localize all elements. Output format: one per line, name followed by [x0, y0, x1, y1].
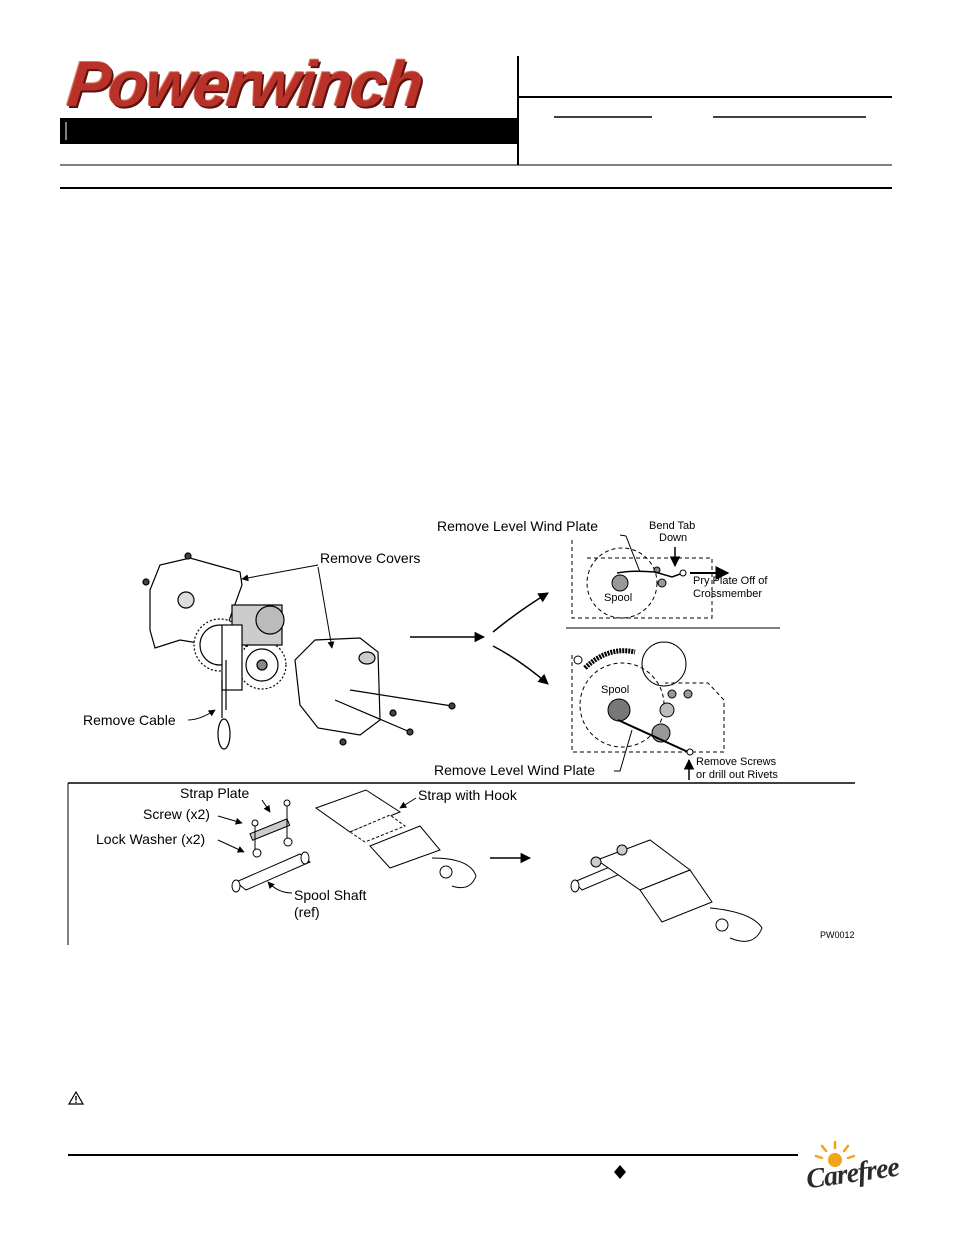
label-bend-tab-1: Bend Tab	[649, 520, 696, 532]
assembled-strap	[570, 839, 763, 942]
label-remove-covers: Remove Covers	[320, 550, 421, 566]
detail-top	[571, 534, 730, 619]
strap-with-hook	[314, 789, 477, 889]
label-lock-washer: Lock Washer (x2)	[96, 831, 206, 847]
label-remove-screws-2: or drill out Rivets	[696, 769, 778, 781]
header-black-bar	[60, 118, 518, 144]
label-remove-screws-1: Remove Screws	[696, 756, 777, 768]
label-remove-level-wind-plate-bottom: Remove Level Wind Plate	[434, 762, 596, 778]
label-remove-cable: Remove Cable	[83, 712, 176, 728]
warning-icon	[68, 1091, 84, 1105]
label-strap-plate: Strap Plate	[180, 785, 250, 801]
label-remove-level-wind-plate-top: Remove Level Wind Plate	[437, 518, 599, 534]
cable	[217, 680, 231, 750]
label-pry-plate-1: Pry Plate Off of	[693, 575, 768, 587]
label-spool-top: Spool	[604, 592, 633, 604]
strap-plate-assembly	[217, 799, 311, 894]
label-screw: Screw (x2)	[143, 806, 210, 822]
diamond-icon	[614, 1165, 626, 1179]
sun-icon	[814, 1140, 856, 1167]
label-strap-with-hook: Strap with Hook	[418, 787, 517, 803]
label-spool-bottom: Spool	[601, 684, 630, 696]
label-spool-shaft-2: (ref)	[294, 904, 320, 920]
label-bend-tab-2: Down	[659, 532, 688, 544]
label-pry-plate-2: Crossmember	[693, 588, 763, 600]
detail-bottom	[571, 641, 725, 780]
gear-assembly	[193, 604, 287, 710]
figure-code: PW0012	[820, 930, 855, 940]
label-spool-shaft-1: Spool Shaft	[294, 887, 367, 903]
right-cover	[294, 637, 456, 746]
